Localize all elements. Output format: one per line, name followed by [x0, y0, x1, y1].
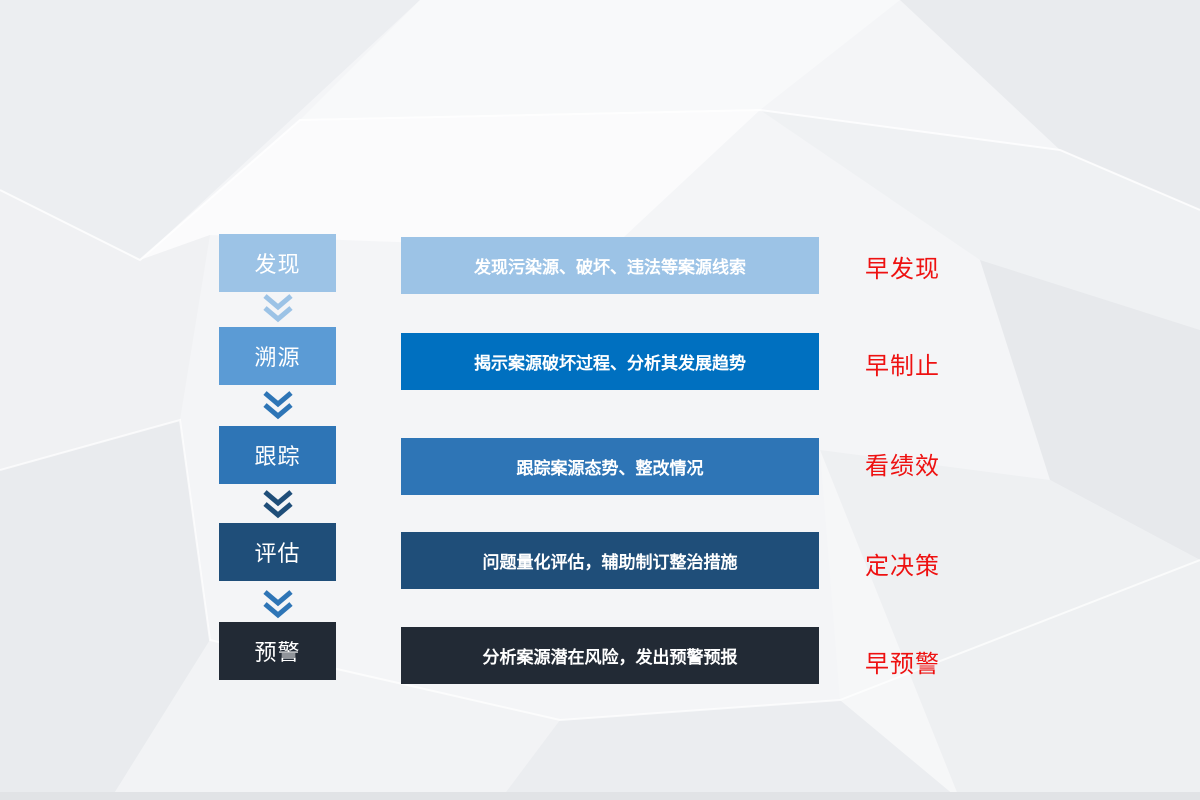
result-label: 看绩效	[865, 451, 940, 480]
result-label: 早制止	[865, 351, 940, 380]
step-box: 发现	[219, 234, 336, 292]
description-box: 发现污染源、破坏、违法等案源线索	[401, 237, 819, 294]
description-box: 分析案源潜在风险，发出预警预报	[401, 627, 819, 684]
description-box: 跟踪案源态势、整改情况	[401, 438, 819, 495]
result-label: 定决策	[865, 551, 940, 580]
description-box: 问题量化评估，辅助制订整治措施	[401, 532, 819, 589]
step-box: 溯源	[219, 327, 336, 385]
step-box: 评估	[219, 523, 336, 581]
step-box: 跟踪	[219, 426, 336, 484]
step-box: 预警	[219, 622, 336, 680]
description-box: 揭示案源破坏过程、分析其发展趋势	[401, 333, 819, 390]
result-label: 早发现	[865, 254, 940, 283]
chevron-down-icon	[263, 294, 293, 323]
chevron-down-icon	[263, 391, 293, 420]
chevron-down-icon	[263, 590, 293, 619]
chevron-down-icon	[263, 490, 293, 519]
result-label: 早预警	[865, 649, 940, 678]
